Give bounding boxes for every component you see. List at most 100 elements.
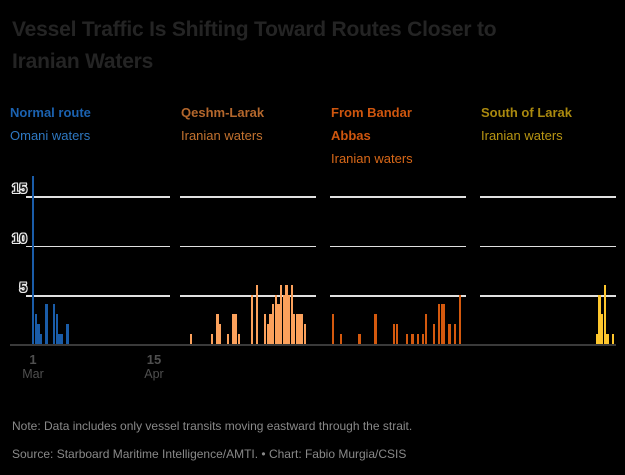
bar-qeshm-larak-day35 [271, 304, 275, 344]
note-text: Note: Data includes only vessel transits… [12, 419, 413, 433]
gridline-10 [480, 245, 616, 247]
panel-name: South of Larak [481, 105, 573, 120]
bar-from-bandar-abbas-day4 [339, 334, 343, 344]
gridline-5 [26, 295, 170, 297]
gridline-15 [180, 196, 316, 198]
bar-from-bandar-abbas-day1 [332, 314, 335, 344]
panel-name: Qeshm-Larak [181, 105, 265, 120]
bar-qeshm-larak-day45 [298, 314, 301, 344]
bar-from-bandar-abbas-day42 [440, 304, 443, 344]
bar-from-bandar-abbas-day17 [374, 314, 377, 344]
bar-from-bandar-abbas-day24 [392, 324, 396, 344]
chart-plot-area: 15 10 5 [0, 176, 625, 346]
bar-qeshm-larak-day43 [293, 314, 296, 344]
bar-from-bandar-abbas-day11 [358, 334, 361, 344]
x-tick-month: Apr [144, 367, 164, 381]
gridline-5 [180, 295, 316, 297]
bar-normal-route-day6 [45, 304, 48, 344]
bar-normal-route-day9 [53, 304, 56, 344]
bar-qeshm-larak-day32 [264, 314, 267, 344]
gridline-5 [480, 295, 616, 297]
gridline-10 [330, 245, 466, 247]
bar-normal-route-day4 [39, 334, 43, 344]
x-axis-baseline [10, 344, 616, 346]
bar-qeshm-larak-day46 [301, 314, 304, 344]
bar-south-of-larak-day50 [611, 334, 614, 344]
bar-south-of-larak-day45 [598, 294, 601, 344]
x-tick-mar1: 1 Mar [20, 352, 46, 382]
bar-qeshm-larak-day14 [216, 314, 219, 344]
panel-location: Omani waters [10, 128, 91, 143]
source-text: Source: Starboard Maritime Intelligence/… [12, 447, 407, 461]
bar-from-bandar-abbas-day39 [432, 324, 435, 344]
y-axis-label-15: 15 [11, 181, 27, 196]
bar-qeshm-larak-day15 [219, 324, 222, 344]
bar-from-bandar-abbas-day47 [453, 324, 457, 344]
bar-normal-route-day14 [66, 324, 69, 344]
bar-normal-route-day10 [55, 314, 59, 344]
bar-south-of-larak-day44 [595, 334, 599, 344]
panel-name: Normal route [10, 105, 91, 120]
bar-qeshm-larak-day4 [189, 334, 193, 344]
bar-qeshm-larak-day29 [256, 284, 259, 344]
bar-from-bandar-abbas-day41 [437, 304, 441, 344]
bar-qeshm-larak-day42 [290, 284, 293, 344]
bar-from-bandar-abbas-day25 [395, 324, 398, 344]
x-tick-apr15: 15 Apr [141, 352, 167, 382]
y-axis-label-10: 10 [11, 230, 27, 246]
gridline-10 [180, 245, 316, 247]
bar-normal-route-day12 [61, 334, 64, 344]
bar-from-bandar-abbas-day43 [443, 304, 446, 344]
bar-from-bandar-abbas-day45 [448, 324, 451, 344]
chart-title-line2: Iranian Waters [12, 50, 154, 73]
panel-location: Iranian waters [331, 151, 413, 166]
bar-qeshm-larak-day37 [277, 304, 280, 344]
bar-from-bandar-abbas-day36 [424, 314, 427, 344]
bar-qeshm-larak-day21 [234, 314, 238, 344]
gridline-5 [330, 295, 466, 297]
x-tick-month: Mar [22, 367, 44, 381]
bar-normal-route-day3 [37, 324, 40, 344]
bar-qeshm-larak-day22 [237, 334, 240, 344]
bar-from-bandar-abbas-day31 [411, 334, 414, 344]
bar-qeshm-larak-day18 [226, 334, 230, 344]
bar-normal-route-day11 [58, 334, 61, 344]
x-tick-day: 1 [29, 352, 37, 367]
bar-south-of-larak-day48 [606, 334, 609, 344]
chart-title: Vessel Traffic Is Shifting Toward Routes… [12, 14, 612, 78]
bar-qeshm-larak-day36 [274, 294, 277, 344]
panel-name: From Bandar Abbas [331, 105, 412, 143]
bar-normal-route-day2 [34, 314, 37, 344]
bar-qeshm-larak-day34 [269, 314, 272, 344]
bar-from-bandar-abbas-day33 [416, 334, 419, 344]
bar-south-of-larak-day47 [603, 284, 607, 344]
gridline-10 [26, 245, 170, 247]
bar-from-bandar-abbas-day29 [406, 334, 409, 344]
chart-title-line1: Vessel Traffic Is Shifting Toward Routes… [12, 18, 497, 41]
bar-qeshm-larak-day38 [279, 284, 283, 344]
bar-qeshm-larak-day27 [250, 294, 254, 344]
gridline-15 [480, 196, 616, 198]
bar-qeshm-larak-day44 [295, 314, 299, 344]
bar-qeshm-larak-day33 [266, 324, 269, 344]
bar-normal-route-day1 [32, 176, 35, 344]
bar-qeshm-larak-day20 [232, 314, 235, 344]
bar-qeshm-larak-day39 [282, 294, 285, 344]
gridline-15 [26, 196, 170, 198]
panel-location: Iranian waters [181, 128, 263, 143]
bar-qeshm-larak-day47 [303, 324, 307, 344]
bar-qeshm-larak-day12 [211, 334, 214, 344]
bar-qeshm-larak-day41 [287, 294, 291, 344]
y-axis-label-5: 5 [19, 280, 27, 295]
panel-location: Iranian waters [481, 128, 563, 143]
bar-qeshm-larak-day40 [285, 284, 288, 344]
x-tick-day: 15 [146, 352, 162, 367]
bar-south-of-larak-day46 [601, 314, 604, 344]
bar-from-bandar-abbas-day49 [459, 294, 462, 344]
gridline-15 [330, 196, 466, 198]
